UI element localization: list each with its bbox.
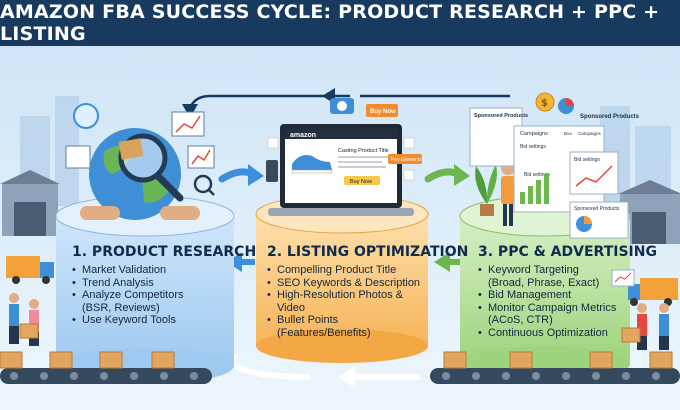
buy-now-tag	[366, 104, 398, 117]
search-small-icon	[193, 174, 213, 194]
dashboard-label: Campaigns	[520, 131, 548, 137]
shipping-box-icons	[0, 323, 673, 369]
svg-text:$: $	[541, 98, 548, 109]
product-title-text: Casting Product Title	[338, 148, 389, 154]
cycle-illustration: amazon Casting Product Title Buy Now Buy…	[0, 46, 680, 410]
delivery-truck-right-icon	[628, 278, 678, 306]
dashboard-label: Bid settings	[520, 144, 546, 150]
sneaker-icon	[291, 155, 333, 174]
list-item: Bullet Points(Features/Benefits)	[267, 314, 429, 339]
worker-left-2-icon	[29, 299, 39, 346]
warehouse-left-icon	[0, 170, 60, 236]
magnifier-icon	[118, 133, 184, 202]
dashboard-label: Campaigns	[578, 131, 602, 136]
worker-left-icon	[9, 293, 19, 344]
list-item: Keyword Targeting(Broad, Phrase, Exact)	[478, 264, 628, 289]
list-item: Analyze Competitors(BSR, Reviews)	[72, 289, 236, 314]
stage-title: 3. PPC & ADVERTISING	[478, 244, 657, 260]
stage-items: Market Validation Trend Analysis Analyze…	[72, 264, 236, 327]
dashboard-label: Sponsored Products	[580, 114, 640, 120]
list-item: Continuous Optimization	[478, 327, 628, 340]
worker-right-icon	[637, 303, 647, 350]
buy-now-tag-label: Buy Now	[370, 109, 396, 115]
dollar-coin-icon: $	[535, 92, 555, 112]
list-item: Monitor Campaign Metrics(ACoS, CTR)	[478, 302, 628, 327]
top-arrow-head	[182, 104, 198, 118]
phone-icon	[266, 160, 278, 182]
key-elements-tag-label: Key Elements	[391, 157, 422, 163]
list-item: Use Keyword Tools	[72, 314, 236, 327]
buy-now-button[interactable]	[344, 176, 380, 185]
dashboard-bars	[520, 174, 549, 204]
stage-ppc-advertising: 3. PPC & ADVERTISING Keyword Targeting(B…	[478, 244, 657, 340]
stage-items: Compelling Product Title SEO Keywords & …	[267, 264, 429, 340]
dashboard-label: Boo	[564, 131, 573, 136]
list-item: Bid Management	[478, 289, 628, 302]
list-item: SEO Keywords & Description	[267, 277, 429, 290]
stage-listing-optimization: 2. LISTING OPTIMIZATION Compelling Produ…	[267, 244, 469, 340]
list-item: Market Validation	[72, 264, 236, 277]
conveyor-right	[430, 368, 680, 384]
stage-items: Keyword Targeting(Broad, Phrase, Exact) …	[478, 264, 628, 340]
conveyor-left	[0, 368, 212, 384]
stage-product-research: 1. PRODUCT RESEARCH Market Validation Tr…	[72, 244, 257, 327]
key-elements-tag	[388, 154, 422, 164]
dashboard-label: Bid settings	[524, 172, 550, 178]
hands-icon	[80, 206, 200, 220]
globe-small-icon	[73, 103, 99, 129]
stage-title: 1. PRODUCT RESEARCH	[72, 244, 257, 260]
list-item: Trend Analysis	[72, 277, 236, 290]
dashboard-label: Bid settings	[574, 157, 600, 163]
title-banner: AMAZON FBA SUCCESS CYCLE: PRODUCT RESEAR…	[0, 0, 680, 46]
product-thumbnail-icons	[267, 137, 415, 181]
chart-icons	[65, 111, 215, 169]
amazon-logo-text: amazon	[290, 132, 316, 139]
pie-chart-icon	[558, 98, 574, 114]
buy-now-button-label: Buy Now	[350, 179, 372, 185]
list-item: High-Resolution Photos &Video	[267, 289, 429, 314]
list-item: Compelling Product Title	[267, 264, 429, 277]
camera-icon	[330, 98, 354, 114]
worker-right-2-icon	[659, 303, 669, 350]
stage-title: 2. LISTING OPTIMIZATION	[267, 244, 469, 260]
campaign-dashboard	[469, 107, 629, 239]
dashboard-label: Sponsored Products	[574, 206, 620, 212]
plant-icon	[475, 164, 497, 216]
analyst-person-icon	[501, 161, 515, 226]
dashboard-label: Sponsored Products	[474, 113, 528, 119]
delivery-truck-left-icon	[6, 256, 54, 284]
page-title: AMAZON FBA SUCCESS CYCLE: PRODUCT RESEAR…	[0, 1, 660, 45]
